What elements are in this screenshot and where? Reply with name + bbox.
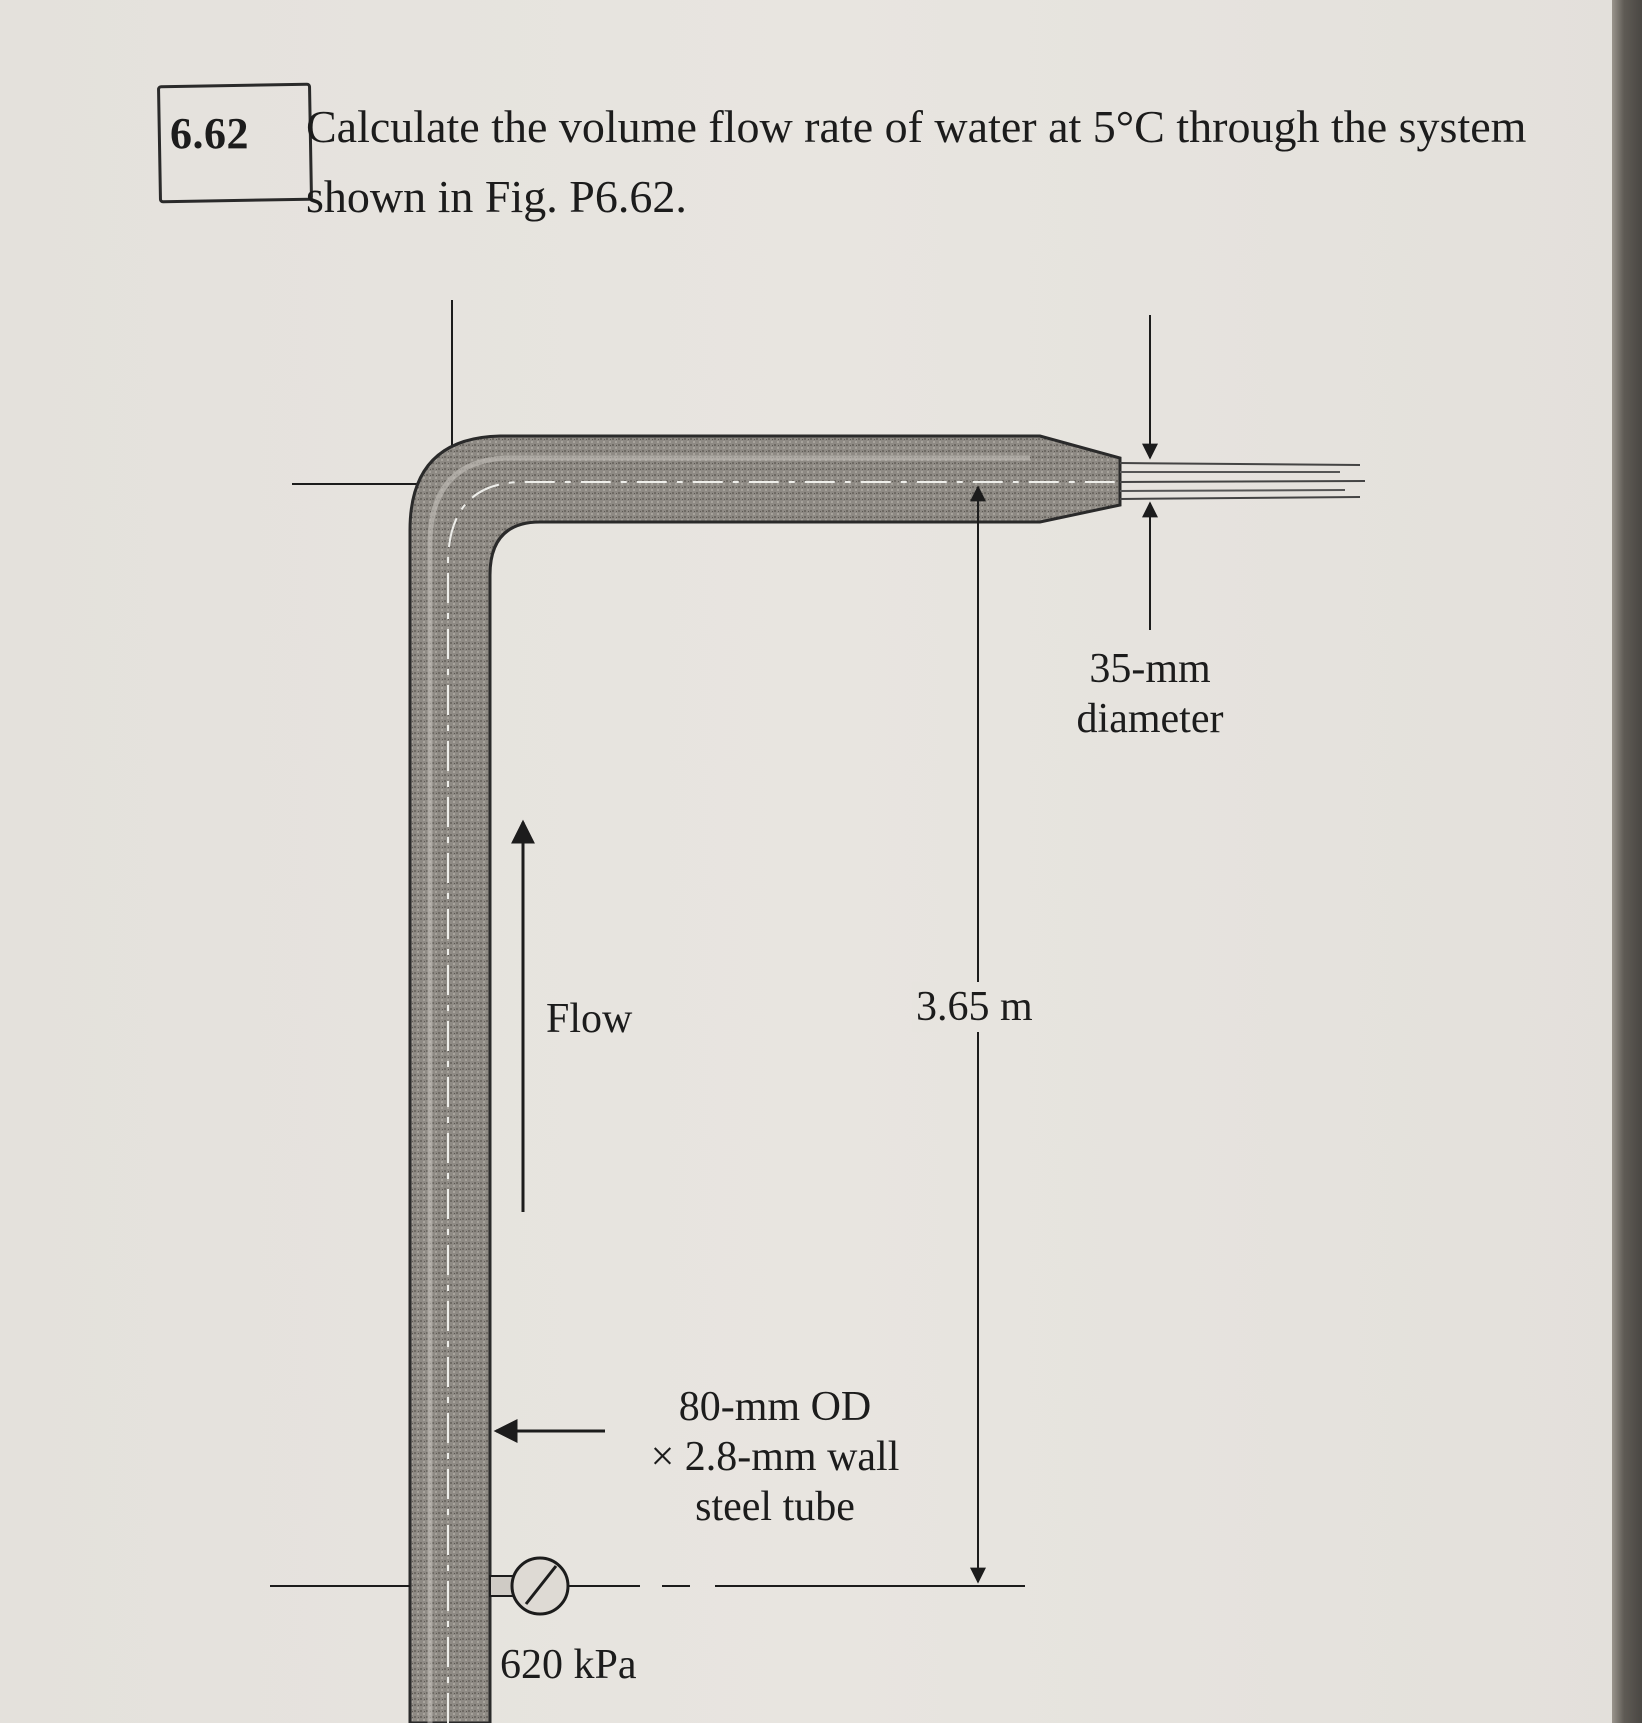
nozzle-diameter-line2: diameter	[1076, 696, 1224, 742]
water-jet	[1119, 462, 1366, 500]
height-label: 3.65 m	[912, 982, 1037, 1032]
pressure-gauge-icon	[489, 1556, 570, 1616]
pipe-centerline	[447, 481, 1125, 1723]
tube-spec-line1: 80-mm OD	[678, 1384, 872, 1430]
problem-number: 6.62	[170, 109, 249, 158]
page-edge-shadow	[1612, 0, 1642, 1723]
nozzle-diameter-line1: 35-mm	[1089, 646, 1211, 692]
nozzle-diameter-label: 35-mm diameter	[1050, 644, 1250, 744]
tube-spec-line3: steel tube	[695, 1484, 855, 1530]
steel-tube	[408, 434, 1122, 1723]
tube-spec-line2: × 2.8-mm wall	[650, 1434, 900, 1480]
flow-label: Flow	[546, 996, 633, 1042]
pressure-label: 620 kPa	[500, 1642, 637, 1688]
tube-spec-label: 80-mm OD × 2.8-mm wall steel tube	[600, 1382, 950, 1532]
problem-statement: Calculate the volume flow rate of water …	[306, 101, 1527, 222]
